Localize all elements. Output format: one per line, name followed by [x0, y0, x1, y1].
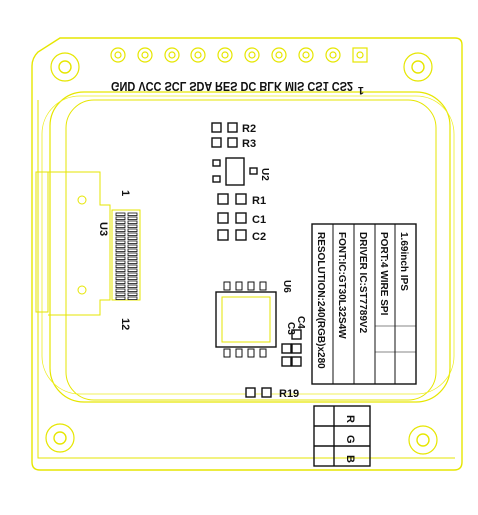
fpc-pad — [115, 284, 126, 288]
fpc-pad — [127, 228, 138, 232]
ref-r19: R19 — [279, 388, 299, 400]
ref-c1: C1 — [252, 214, 266, 226]
mounting-hole-top-right — [403, 52, 433, 82]
mounting-hole-bottom-left — [45, 423, 75, 453]
ref-u3: U3 — [97, 222, 109, 236]
header-pin-labels: GND VCC SCL SDA RES DC BLK MIS CS1 CS2 — [111, 79, 353, 93]
resistor-r1 — [217, 193, 247, 205]
fpc-pad — [115, 228, 126, 232]
info-box — [311, 223, 417, 385]
fpc-pad — [127, 276, 138, 280]
header-pin — [110, 47, 126, 63]
fpc-pad — [127, 268, 138, 272]
info-title: 1.69inch IPS — [398, 232, 409, 291]
header-pin1-marker: 1 — [358, 84, 364, 96]
resistor-r2 — [211, 122, 238, 133]
fpc-pin-last: 12 — [119, 318, 131, 330]
mounting-hole-top-left — [50, 52, 80, 82]
ref-r2: R2 — [242, 123, 256, 135]
fpc-pad — [127, 252, 138, 256]
header-pin — [164, 47, 180, 63]
fpc-pad — [127, 240, 138, 244]
fpc-pad — [115, 248, 126, 252]
fpc-pad — [127, 232, 138, 236]
fpc-pad — [115, 244, 126, 248]
fpc-pad — [115, 296, 126, 300]
resistor-r3 — [211, 137, 238, 148]
fpc-pad — [115, 240, 126, 244]
fpc-pad — [127, 280, 138, 284]
mounting-holes — [45, 52, 438, 455]
ref-r1: R1 — [252, 195, 266, 207]
fpc-pads — [115, 212, 138, 300]
fpc-pad — [115, 264, 126, 268]
fpc-pad — [115, 272, 126, 276]
fpc-pad — [127, 236, 138, 240]
rgb-g: G — [344, 435, 356, 444]
fpc-pad — [127, 212, 138, 216]
fpc-pad — [127, 284, 138, 288]
ref-u6: U6 — [281, 280, 292, 293]
fpc-pad — [115, 260, 126, 264]
header-pin-square — [352, 47, 368, 63]
fpc-connector-u3 — [35, 171, 141, 316]
ic-u6 — [215, 281, 277, 358]
fpc-pad — [115, 292, 126, 296]
info-resolution: RESOLUTION:240(RGB)x280 — [315, 232, 326, 369]
fpc-pad — [115, 212, 126, 216]
fpc-pad — [115, 252, 126, 256]
fpc-pad — [115, 236, 126, 240]
fpc-pad — [127, 244, 138, 248]
header-pin-row — [110, 47, 368, 63]
capacitor-c1 — [217, 212, 247, 224]
info-font-ic: FONT:IC:GT30L32S4W — [336, 232, 347, 339]
header-pin — [244, 47, 260, 63]
fpc-pad — [115, 220, 126, 224]
fpc-pad — [127, 296, 138, 300]
header-pin — [271, 47, 287, 63]
fpc-pad — [115, 276, 126, 280]
capacitor-c3 — [281, 343, 302, 367]
info-driver-ic: DRIVER IC:ST7789V2 — [357, 232, 368, 334]
header-pin — [298, 47, 314, 63]
fpc-pad — [115, 224, 126, 228]
fpc-pad — [127, 260, 138, 264]
fpc-pad — [127, 288, 138, 292]
rgb-box — [313, 405, 371, 467]
ref-c4: C4 — [295, 316, 306, 329]
fpc-pad — [115, 256, 126, 260]
fpc-pad — [127, 272, 138, 276]
fpc-pad — [115, 268, 126, 272]
header-pin — [137, 47, 153, 63]
capacitor-c4 — [291, 329, 302, 354]
fpc-pad — [127, 264, 138, 268]
fpc-pad — [115, 280, 126, 284]
capacitor-c2 — [217, 229, 247, 241]
fpc-pad — [127, 220, 138, 224]
fpc-pad — [127, 256, 138, 260]
fpc-pad — [115, 232, 126, 236]
rgb-b: B — [344, 455, 356, 463]
ref-c2: C2 — [252, 231, 266, 243]
rgb-r: R — [344, 415, 356, 423]
info-port: PORT:4 WIRE SPI — [378, 232, 389, 316]
resistor-r19 — [245, 387, 272, 398]
fpc-pad — [127, 248, 138, 252]
fpc-pad — [127, 292, 138, 296]
fpc-pad — [115, 288, 126, 292]
fpc-pad — [127, 224, 138, 228]
fpc-pad — [115, 216, 126, 220]
mounting-hole-bottom-right — [408, 425, 438, 455]
header-pin — [217, 47, 233, 63]
ic-u2 — [212, 157, 258, 186]
header-pin — [325, 47, 341, 63]
ref-r3: R3 — [242, 138, 256, 150]
board-outline — [31, 37, 463, 471]
ref-u2: U2 — [259, 168, 270, 181]
header-pin — [190, 47, 206, 63]
ref-c3: C3 — [285, 322, 296, 335]
fpc-pad — [127, 216, 138, 220]
fpc-pin-first: 1 — [119, 190, 131, 196]
